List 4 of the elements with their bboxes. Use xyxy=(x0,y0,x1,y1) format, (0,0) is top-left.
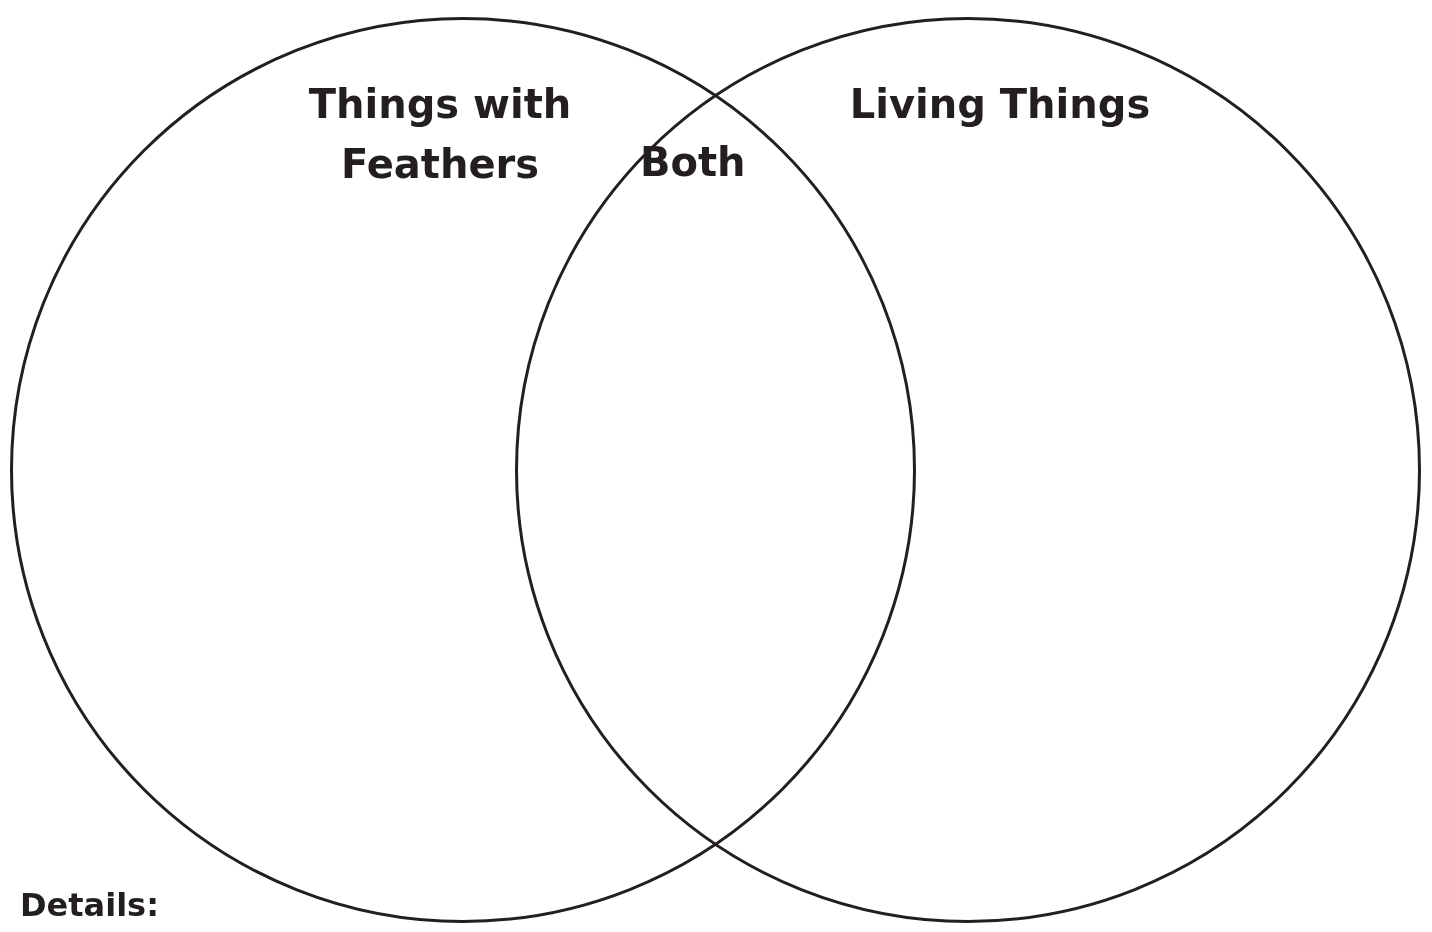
details-heading: Details: xyxy=(20,885,159,925)
set-heading: Things with Feathers xyxy=(307,80,573,189)
overlap-heading: Both xyxy=(640,138,746,187)
set-heading: Living Things xyxy=(848,80,1152,129)
